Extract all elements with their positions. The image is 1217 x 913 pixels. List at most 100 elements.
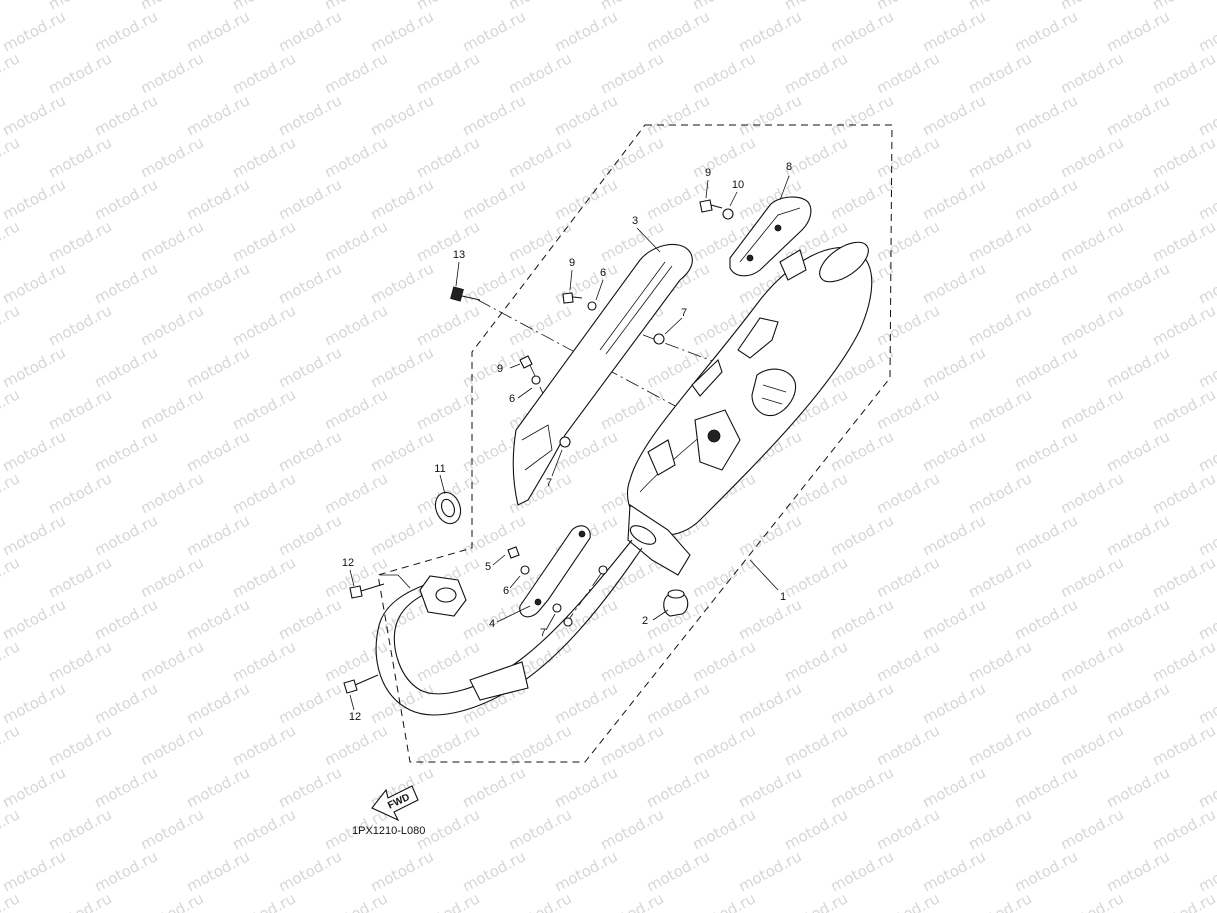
callout-13: 13	[453, 249, 465, 261]
diagram-code: 1PX1210-L080	[352, 825, 425, 837]
watermark-text: motod.ru	[735, 763, 804, 811]
watermark-text: motod.ru	[91, 595, 160, 643]
watermark-text: motod.ru	[1103, 7, 1172, 55]
watermark-text: motod.ru	[0, 133, 23, 181]
watermark-text: motod.ru	[643, 763, 712, 811]
watermark-text: motod.ru	[91, 511, 160, 559]
watermark-text: motod.ru	[551, 847, 620, 895]
watermark-text: motod.ru	[183, 511, 252, 559]
watermark-text: motod.ru	[1057, 301, 1126, 349]
washer-10	[722, 208, 734, 220]
watermark-text: motod.ru	[367, 679, 436, 727]
collar	[598, 565, 608, 575]
watermark-text: motod.ru	[275, 679, 344, 727]
watermark-text: motod.ru	[91, 91, 160, 139]
watermark-text: motod.ru	[873, 553, 942, 601]
watermark-text: motod.ru	[183, 91, 252, 139]
watermark-text: motod.ru	[1103, 595, 1172, 643]
watermark-text: motod.ru	[597, 637, 666, 685]
watermark-text: motod.ru	[367, 7, 436, 55]
watermark-text: motod.ru	[1195, 7, 1217, 55]
watermark-text: motod.ru	[229, 385, 298, 433]
watermark-text: motod.ru	[1149, 889, 1217, 913]
watermark-text: motod.ru	[1011, 763, 1080, 811]
watermark-text: motod.ru	[505, 805, 574, 853]
callout-11: 11	[434, 463, 445, 475]
watermark-text: motod.ru	[1103, 847, 1172, 895]
watermark-text: motod.ru	[919, 511, 988, 559]
watermark-text: motod.ru	[459, 175, 528, 223]
watermark-text: motod.ru	[137, 133, 206, 181]
watermark-text: motod.ru	[643, 679, 712, 727]
watermark-text: motod.ru	[459, 91, 528, 139]
watermark-text: motod.ru	[827, 175, 896, 223]
center-line-damper-7	[597, 317, 716, 363]
watermark-text: motod.ru	[137, 301, 206, 349]
watermark-text: motod.ru	[0, 217, 23, 265]
watermark-text: motod.ru	[137, 553, 206, 601]
watermark-text: motod.ru	[1103, 259, 1172, 307]
watermark-text: motod.ru	[597, 49, 666, 97]
watermark-text: motod.ru	[827, 7, 896, 55]
watermark-text: motod.ru	[321, 637, 390, 685]
watermark-text: motod.ru	[1057, 805, 1126, 853]
watermark-text: motod.ru	[0, 0, 23, 14]
watermark-text: motod.ru	[689, 49, 758, 97]
watermark-text: motod.ru	[735, 91, 804, 139]
watermark-text: motod.ru	[689, 133, 758, 181]
watermark-text: motod.ru	[275, 343, 344, 391]
watermark-text: motod.ru	[321, 217, 390, 265]
watermark-text: motod.ru	[0, 259, 69, 307]
watermark-text: motod.ru	[827, 91, 896, 139]
watermark-text: motod.ru	[45, 217, 114, 265]
callout-2: 2	[642, 615, 648, 627]
watermark-text: motod.ru	[45, 721, 114, 769]
watermark-text: motod.ru	[275, 595, 344, 643]
watermark-text: motod.ru	[919, 259, 988, 307]
watermark-text: motod.ru	[137, 805, 206, 853]
watermark-text: motod.ru	[873, 385, 942, 433]
watermark-text: motod.ru	[183, 679, 252, 727]
watermark-text: motod.ru	[919, 7, 988, 55]
watermark-text: motod.ru	[0, 889, 23, 913]
watermark-text: motod.ru	[551, 763, 620, 811]
watermark-text: motod.ru	[505, 133, 574, 181]
watermark-text: motod.ru	[1011, 511, 1080, 559]
watermark-text: motod.ru	[1011, 259, 1080, 307]
watermark-text: motod.ru	[321, 133, 390, 181]
assembly-boundary	[377, 124, 893, 763]
watermark-text: motod.ru	[551, 595, 620, 643]
watermark-text: motod.ru	[965, 553, 1034, 601]
watermark-text: motod.ru	[0, 847, 69, 895]
watermark-text: motod.ru	[1149, 217, 1217, 265]
watermark-text: motod.ru	[137, 217, 206, 265]
watermark-text: motod.ru	[137, 889, 206, 913]
watermark-text: motod.ru	[1103, 175, 1172, 223]
watermark-text: motod.ru	[0, 301, 23, 349]
watermark-text: motod.ru	[643, 847, 712, 895]
bolt-5	[507, 546, 520, 559]
watermark-text: motod.ru	[0, 175, 69, 223]
watermark-text: motod.ru	[91, 427, 160, 475]
watermark-text: motod.ru	[229, 133, 298, 181]
watermark-text: motod.ru	[459, 259, 528, 307]
watermark-text: motod.ru	[735, 595, 804, 643]
watermark-text: motod.ru	[183, 427, 252, 475]
bolt-9-mid	[562, 292, 583, 304]
callout-8: 8	[786, 161, 792, 173]
watermark-text: motod.ru	[413, 133, 482, 181]
watermark-text: motod.ru	[1057, 889, 1126, 913]
watermark-text: motod.ru	[413, 637, 482, 685]
washer-6-mid	[587, 301, 597, 311]
callout-5: 5	[485, 561, 491, 573]
watermark-text: motod.ru	[965, 217, 1034, 265]
watermark-text: motod.ru	[873, 721, 942, 769]
watermark-text: motod.ru	[367, 175, 436, 223]
watermark-text: motod.ru	[965, 805, 1034, 853]
watermark-text: motod.ru	[459, 763, 528, 811]
watermark-text: motod.ru	[1103, 763, 1172, 811]
callout-12-lower: 12	[349, 711, 361, 723]
watermark-text: motod.ru	[873, 217, 942, 265]
watermark-text: motod.ru	[1195, 595, 1217, 643]
